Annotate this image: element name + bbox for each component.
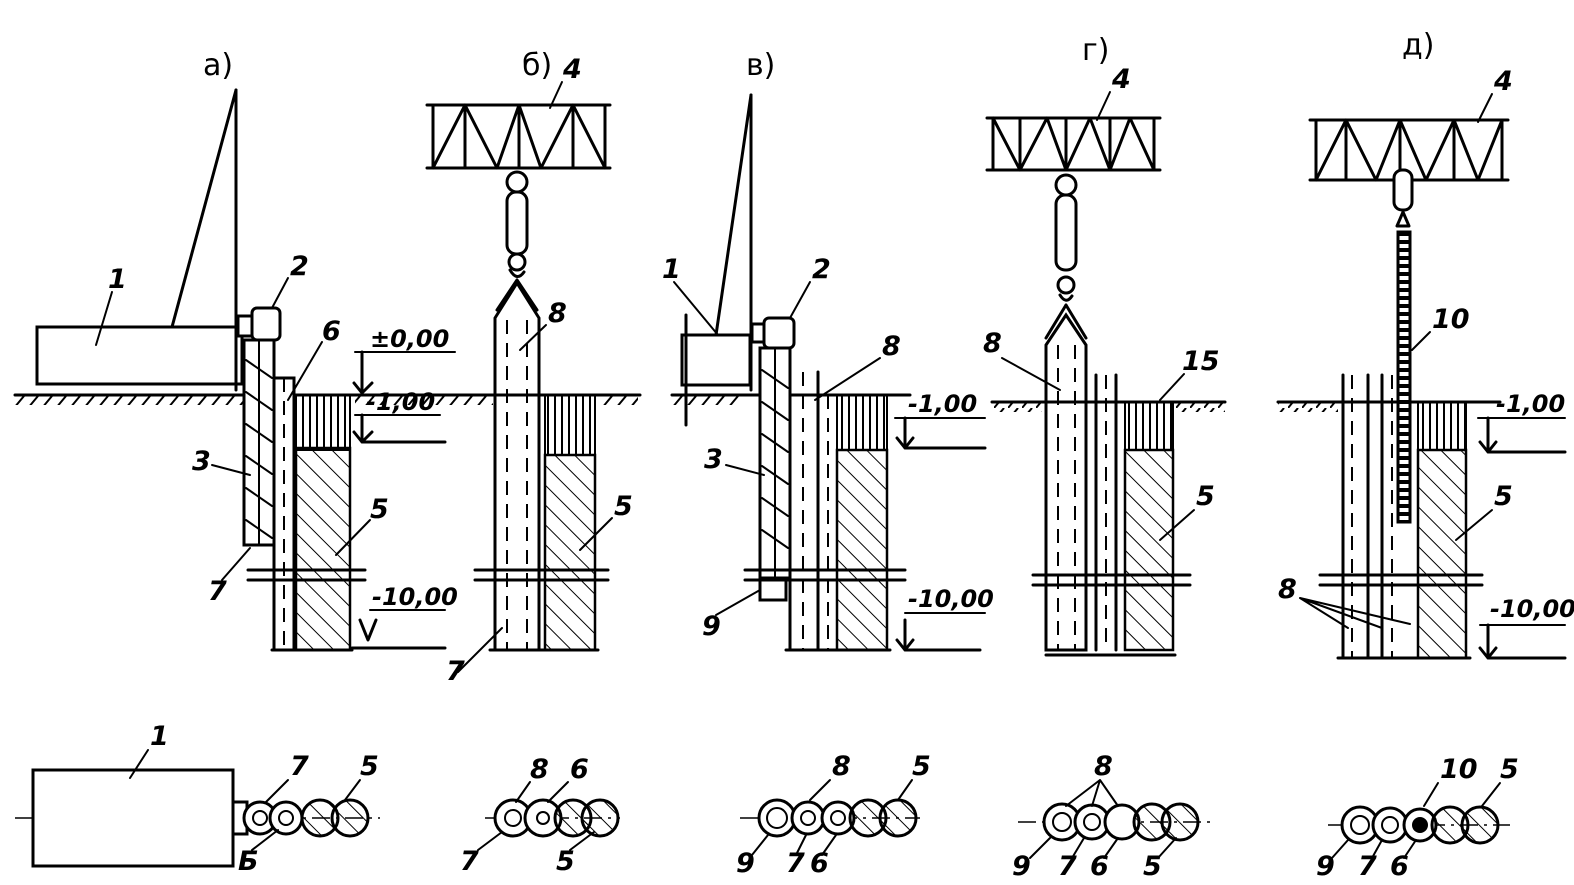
callout-4-g: 4 — [1111, 64, 1131, 95]
plan-callout-8-g: 8 — [1094, 751, 1113, 782]
callout-8-d: 8 — [1278, 574, 1297, 605]
panel-label-b: б) — [522, 48, 552, 83]
plan-callout-10-d: 10 — [1440, 754, 1478, 785]
callout-3-a: 3 — [192, 446, 211, 477]
callout-1-a: 1 — [108, 264, 127, 295]
crane-truss — [425, 103, 612, 170]
panel-label-g: г) — [1082, 33, 1109, 68]
plan-callout-5-v: 5 — [912, 751, 931, 782]
callout-6-a: 6 — [322, 316, 341, 347]
callout-7-b: 7 — [446, 656, 465, 687]
plan-callout-6-v: 6 — [810, 848, 829, 879]
level-zero-a: ±0,00 — [370, 325, 449, 353]
plan-callout-8-v: 8 — [832, 751, 851, 782]
plan-a: 1 7 5 Б — [15, 721, 380, 877]
drilling-rig-v — [680, 333, 752, 387]
panel-label-a: а) — [203, 48, 233, 83]
plan-callout-7-v: 7 — [786, 848, 805, 879]
callout-5-g: 5 — [1196, 481, 1215, 512]
panel-a: ±0,00 -1,00 -10,00 1 2 3 6 5 7 — [13, 88, 458, 652]
callout-5-a: 5 — [370, 494, 389, 525]
tremie-pipe-10 — [1396, 230, 1412, 524]
plan-callout-B-a: Б — [238, 846, 259, 877]
callout-4-b: 4 — [562, 54, 582, 85]
plan-v: 8 5 9 7 6 — [736, 751, 931, 879]
plan-callout-5-a: 5 — [360, 751, 379, 782]
plan-b: 8 6 7 5 — [460, 754, 620, 877]
plan-g: 8 9 7 6 5 — [1012, 751, 1210, 882]
level-minus1-d: -1,00 — [1496, 390, 1565, 418]
callout-9-v: 9 — [702, 611, 721, 642]
plan-callout-5-d: 5 — [1500, 754, 1519, 785]
level-minus1-v: -1,00 — [908, 390, 977, 418]
plan-callout-1-a: 1 — [150, 721, 169, 752]
panel-label-v: в) — [746, 48, 775, 83]
panel-v: -1,00 -10,00 1 2 8 3 9 — [662, 93, 994, 652]
callout-1-v: 1 — [662, 254, 681, 285]
callout-10-d: 10 — [1432, 304, 1470, 335]
callout-15-g: 15 — [1182, 346, 1220, 377]
plan-callout-9-d: 9 — [1316, 851, 1335, 882]
plan-callout-5-b: 5 — [556, 846, 575, 877]
plan-callout-7-b: 7 — [460, 846, 479, 877]
panel-label-d: д) — [1402, 28, 1434, 63]
panel-b: 4 8 5 7 — [425, 54, 642, 687]
callout-5-d: 5 — [1494, 481, 1513, 512]
plan-callout-9-v: 9 — [736, 848, 755, 879]
plan-d: 10 5 9 7 6 — [1316, 754, 1519, 882]
panel-g: 4 8 15 5 — [983, 64, 1227, 657]
auger — [242, 338, 276, 547]
plan-callout-9-g: 9 — [1012, 851, 1031, 882]
plan-callout-7-a: 7 — [290, 751, 309, 782]
level-minus10-a: -10,00 — [372, 583, 458, 611]
panel-d: -1,00 -10,00 4 10 5 8 — [1276, 66, 1574, 660]
callout-3-v: 3 — [704, 444, 723, 475]
drilling-rig — [35, 325, 244, 386]
callout-4-d: 4 — [1493, 66, 1513, 97]
level-minus10-d: -10,00 — [1490, 595, 1574, 623]
callout-7-a: 7 — [208, 576, 227, 607]
plan-callout-6-b: 6 — [570, 754, 589, 785]
callout-8-g: 8 — [983, 328, 1002, 359]
callout-2-a: 2 — [290, 251, 309, 282]
level-minus10-v: -10,00 — [908, 585, 994, 613]
callout-8-v: 8 — [882, 331, 901, 362]
callout-8-b: 8 — [548, 298, 567, 329]
plan-callout-8-b: 8 — [530, 754, 549, 785]
rotator-head — [250, 306, 282, 342]
callout-2-v: 2 — [812, 254, 831, 285]
plan-callout-5-g: 5 — [1143, 851, 1162, 882]
crane-truss-g — [985, 116, 1162, 172]
level-minus1-a: -1,00 — [366, 388, 435, 416]
callout-5-b: 5 — [614, 491, 633, 522]
